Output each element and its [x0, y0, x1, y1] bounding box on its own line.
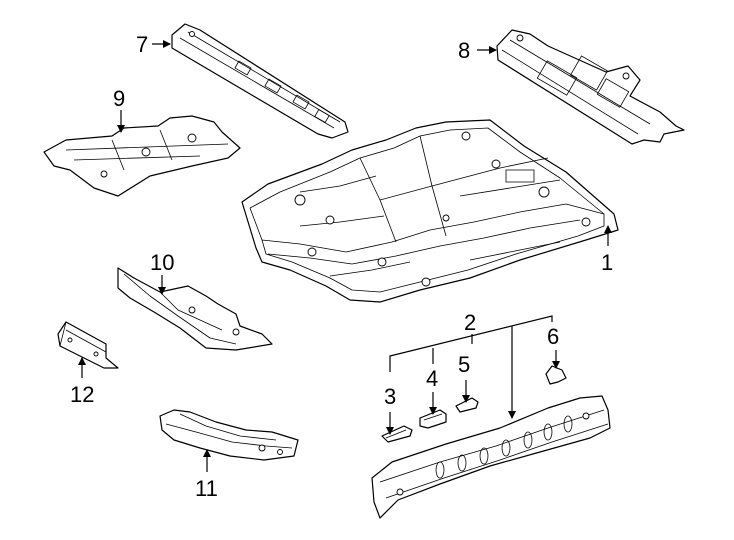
part-9-floor-extension[interactable]	[43, 115, 241, 197]
callout-9: 9	[113, 86, 125, 111]
leader-2-bracket	[389, 315, 553, 372]
callout-6: 6	[547, 324, 559, 349]
part-1-floor-pan[interactable]	[241, 119, 619, 303]
callout-labels: 7 8 9 10 12 11 1 2 3 4 5 6	[70, 32, 613, 501]
callout-2: 2	[464, 310, 476, 335]
part-11-reinforcement[interactable]	[159, 409, 299, 461]
part-6-clip[interactable]	[545, 365, 567, 385]
leader-lines	[78, 40, 612, 472]
callout-4: 4	[426, 366, 438, 391]
part-2-rocker[interactable]	[371, 395, 611, 519]
callout-11: 11	[195, 476, 218, 501]
callout-7: 7	[136, 32, 148, 57]
part-10-side-member[interactable]	[117, 267, 273, 351]
callout-1: 1	[601, 250, 613, 275]
callout-10: 10	[150, 250, 174, 275]
part-7-rail[interactable]	[171, 23, 349, 139]
part-4-block[interactable]	[419, 409, 447, 429]
part-3-plate[interactable]	[381, 425, 413, 443]
callout-3: 3	[384, 384, 396, 409]
part-12-bracket[interactable]	[57, 321, 119, 369]
callout-5: 5	[458, 352, 470, 377]
callout-8: 8	[458, 38, 470, 63]
part-8-cross-member[interactable]	[496, 29, 685, 145]
callout-12: 12	[70, 382, 94, 407]
part-5-tab[interactable]	[455, 397, 479, 413]
